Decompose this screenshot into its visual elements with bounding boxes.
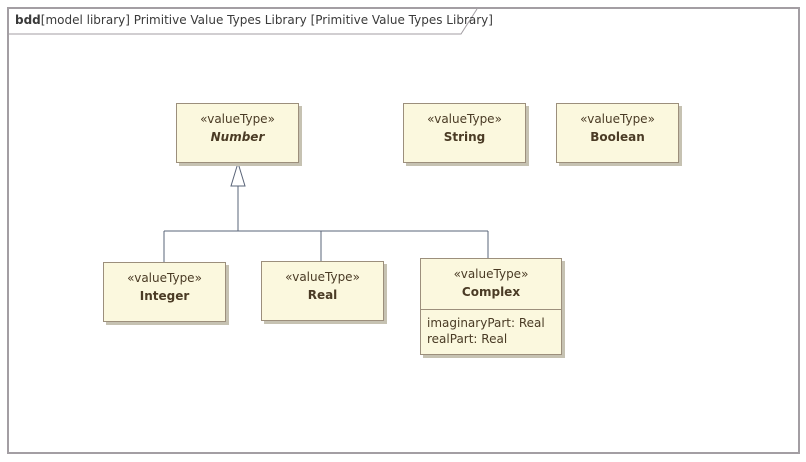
generalization-arrowhead bbox=[230, 161, 246, 187]
block-string-name: String bbox=[443, 130, 486, 144]
block-real-stereotype: «valueType» bbox=[285, 270, 360, 284]
attribute-item: imaginaryPart: Real bbox=[427, 316, 545, 330]
block-number-name: Number bbox=[210, 130, 265, 144]
block-boolean-stereotype: «valueType» bbox=[580, 112, 655, 126]
block-string-stereotype: «valueType» bbox=[427, 112, 502, 126]
block-integer[interactable]: «valueType» Integer bbox=[103, 262, 226, 322]
diagram-title: bdd[model library] Primitive Value Types… bbox=[15, 13, 493, 27]
diagram-frame: bdd[model library] Primitive Value Types… bbox=[7, 7, 800, 454]
block-number[interactable]: «valueType» Number bbox=[176, 103, 299, 163]
block-boolean[interactable]: «valueType» Boolean bbox=[556, 103, 679, 163]
block-integer-name: Integer bbox=[139, 289, 190, 303]
diagram-kind: bdd bbox=[15, 13, 41, 27]
attribute-item: realPart: Real bbox=[427, 332, 508, 346]
block-real-name: Real bbox=[307, 288, 338, 302]
block-real[interactable]: «valueType» Real bbox=[261, 261, 384, 321]
frame-header-tab bbox=[9, 9, 478, 35]
block-complex-name: Complex bbox=[461, 285, 521, 299]
block-integer-stereotype: «valueType» bbox=[127, 271, 202, 285]
block-boolean-name: Boolean bbox=[590, 130, 645, 144]
block-complex[interactable]: «valueType» Complex imaginaryPart: Real … bbox=[420, 258, 562, 355]
diagram-name: [model library] Primitive Value Types Li… bbox=[40, 13, 493, 27]
block-number-stereotype: «valueType» bbox=[200, 112, 275, 126]
block-string[interactable]: «valueType» String bbox=[403, 103, 526, 163]
block-complex-stereotype: «valueType» bbox=[453, 267, 529, 281]
block-complex-attributes: imaginaryPart: Real realPart: Real bbox=[421, 309, 561, 347]
